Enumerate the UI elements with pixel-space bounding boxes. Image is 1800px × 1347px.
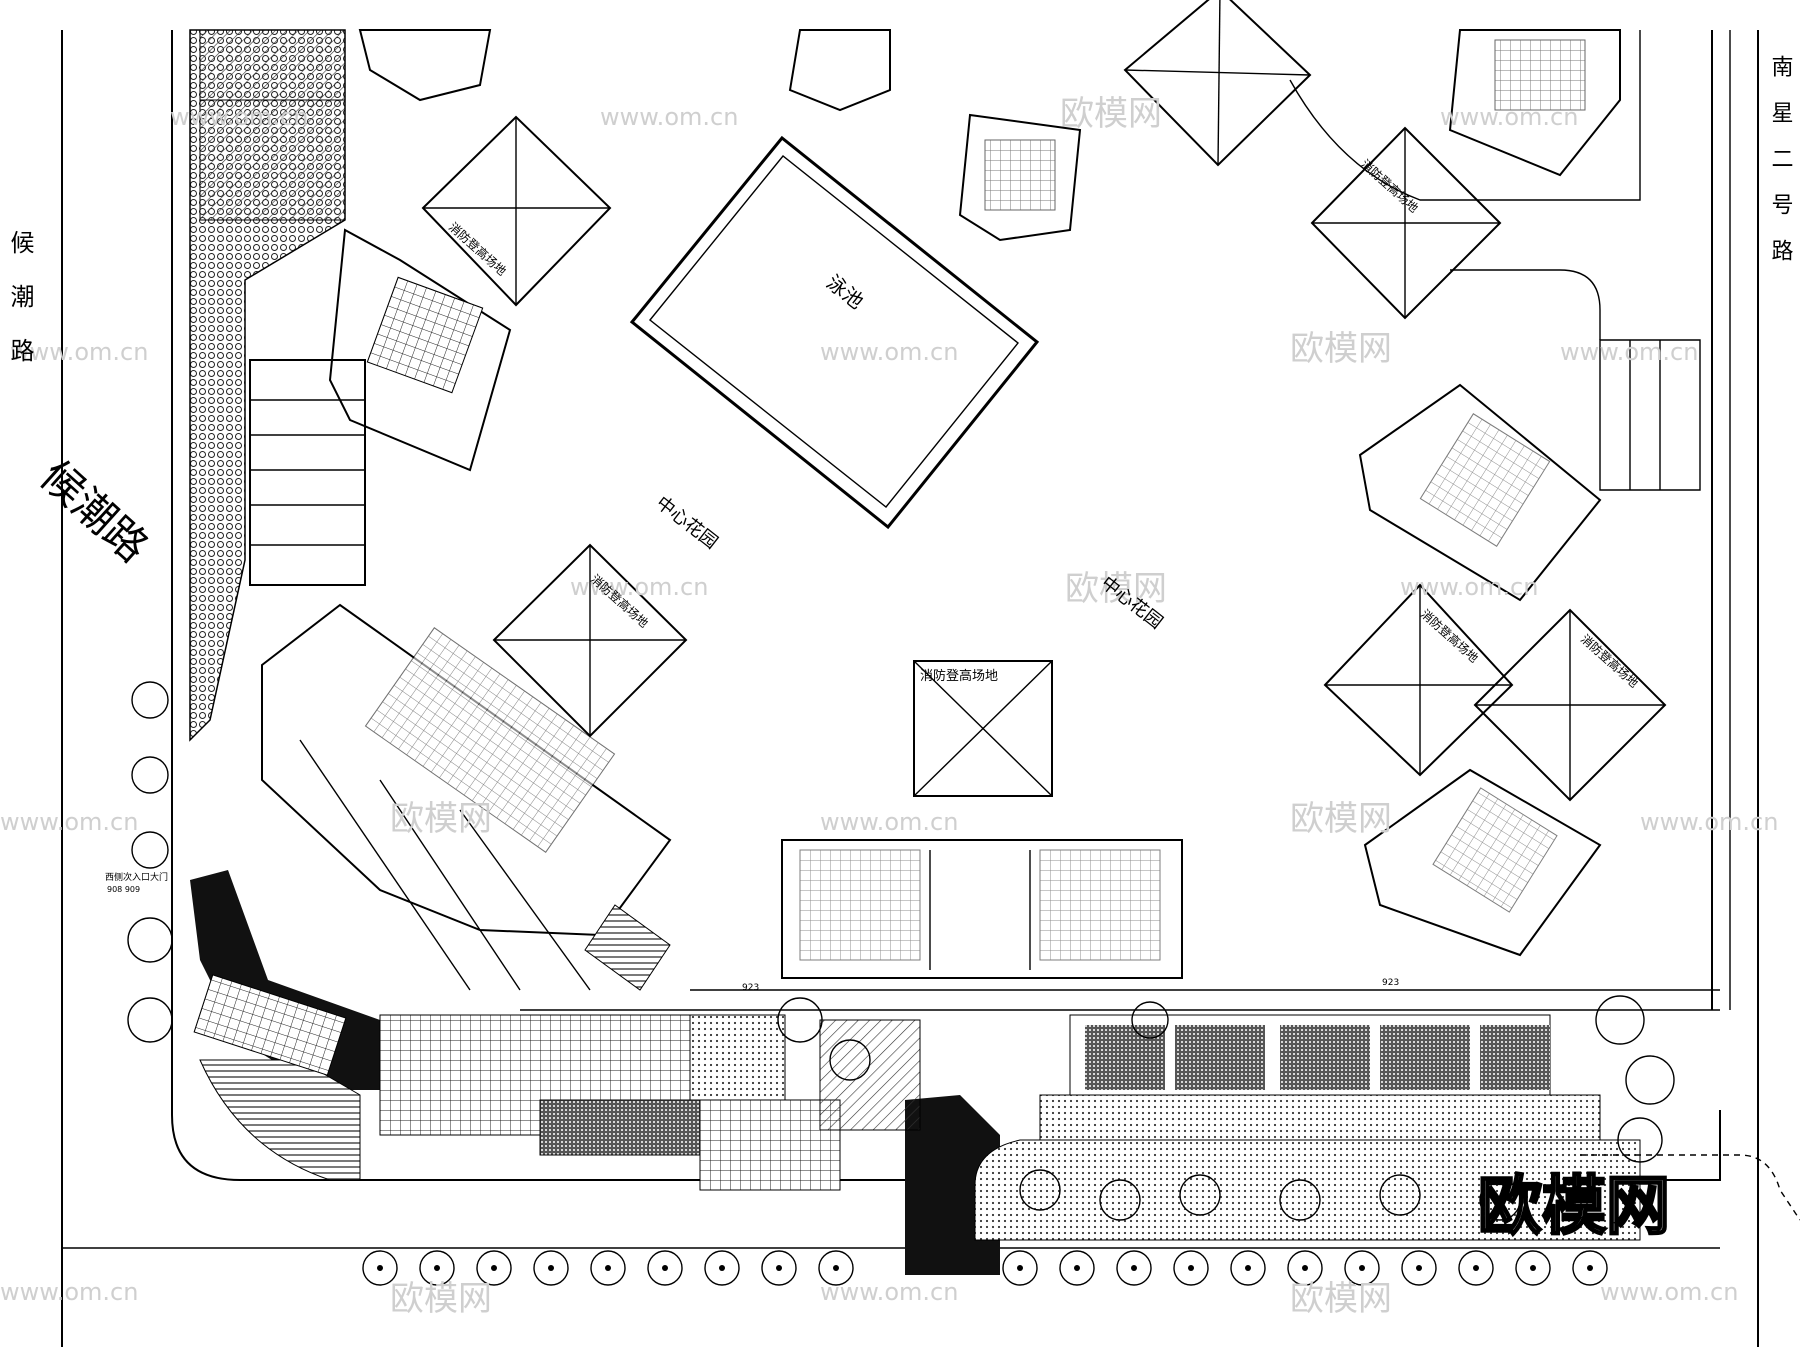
- watermark-brand: 欧模网: [1065, 569, 1167, 609]
- tag-label: 923: [1382, 978, 1399, 988]
- road-label-left-large: 候潮路: [31, 451, 157, 572]
- swimming-pool: [629, 135, 1040, 530]
- south-landscape: [193, 974, 1641, 1241]
- brand-logo: 欧模网: [1478, 1170, 1670, 1244]
- watermark-url: www.om.cn: [170, 103, 308, 131]
- watermark-url: www.om.cn: [820, 808, 958, 836]
- left-perimeter-strip: [189, 29, 346, 742]
- watermark-url: www.om.cn: [600, 103, 738, 131]
- west-entrance-label: 西侧次入口大门: [105, 871, 168, 883]
- fire-pad-label: 消防登高场地: [920, 668, 998, 684]
- road-label-left: 候潮路: [6, 230, 34, 392]
- watermark-url: www.om.cn: [820, 1278, 958, 1306]
- watermark-url: www.om.cn: [1560, 338, 1698, 366]
- watermark-url: www.om.cn: [570, 573, 708, 601]
- watermark-url: www.om.cn: [0, 808, 138, 836]
- road-label-right: 南星二号路: [1768, 55, 1794, 285]
- fire-pad-label: 消防登高场地: [446, 219, 510, 278]
- watermark-url: www.om.cn: [10, 338, 148, 366]
- fire-pad-label: 消防登高场地: [1578, 631, 1642, 690]
- watermark-url: www.om.cn: [820, 338, 958, 366]
- tree-row: [127, 681, 1675, 1286]
- tag-label: 923: [742, 983, 759, 993]
- watermark-brand: 欧模网: [390, 1279, 492, 1319]
- watermarks: www.om.cn www.om.cn www.om.cn www.om.cn …: [0, 94, 1778, 1319]
- watermark-brand: 欧模网: [1060, 94, 1162, 134]
- watermark-url: www.om.cn: [1440, 103, 1578, 131]
- watermark-url: www.om.cn: [1640, 808, 1778, 836]
- pool-label: 泳池: [822, 270, 868, 314]
- watermark-brand: 欧模网: [1290, 1279, 1392, 1319]
- watermark-url: www.om.cn: [1600, 1278, 1738, 1306]
- note-label: 908 909: [107, 885, 140, 894]
- fire-pad-label: 消防登高场地: [1418, 606, 1482, 665]
- buildings: [249, 29, 1701, 991]
- watermark-url: www.om.cn: [1400, 573, 1538, 601]
- watermark-url: www.om.cn: [0, 1278, 138, 1306]
- central-garden-label: 中心花园: [652, 492, 722, 553]
- fire-pad-label: 消防登高场地: [1358, 156, 1422, 215]
- road-edges: [61, 30, 1759, 1347]
- watermark-brand: 欧模网: [1290, 329, 1392, 369]
- fire-pads: [421, 0, 1667, 802]
- watermark-brand: 欧模网: [1290, 799, 1392, 839]
- watermark-brand: 欧模网: [390, 799, 492, 839]
